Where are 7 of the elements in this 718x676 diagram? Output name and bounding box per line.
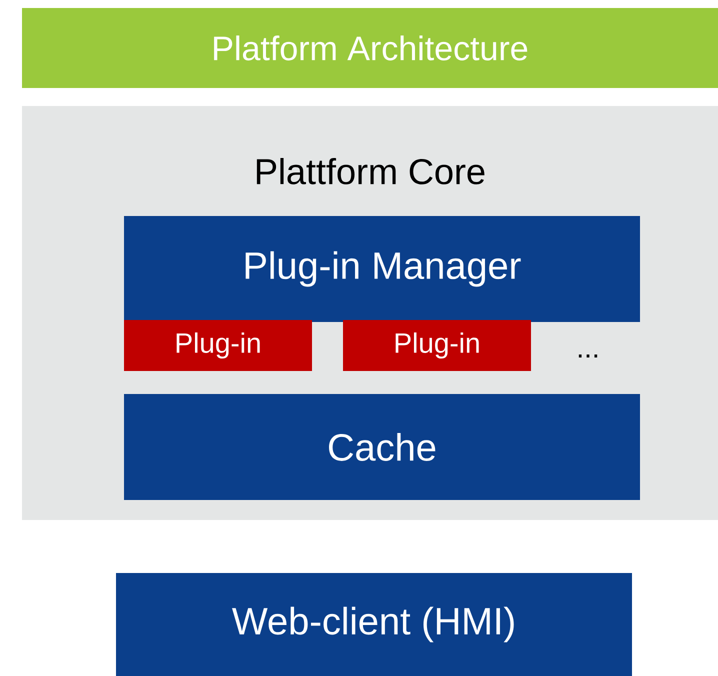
plugin-box: Plug-in	[343, 320, 531, 371]
cache-box: Cache	[124, 394, 640, 500]
plugin-box: Plug-in	[124, 320, 312, 371]
manager-box: Plug-in Manager	[124, 216, 640, 322]
client-box: Web-client (HMI)	[116, 572, 632, 676]
title-banner: Platform Architecture	[22, 8, 718, 88]
ellipsis-text: ...	[578, 354, 598, 358]
